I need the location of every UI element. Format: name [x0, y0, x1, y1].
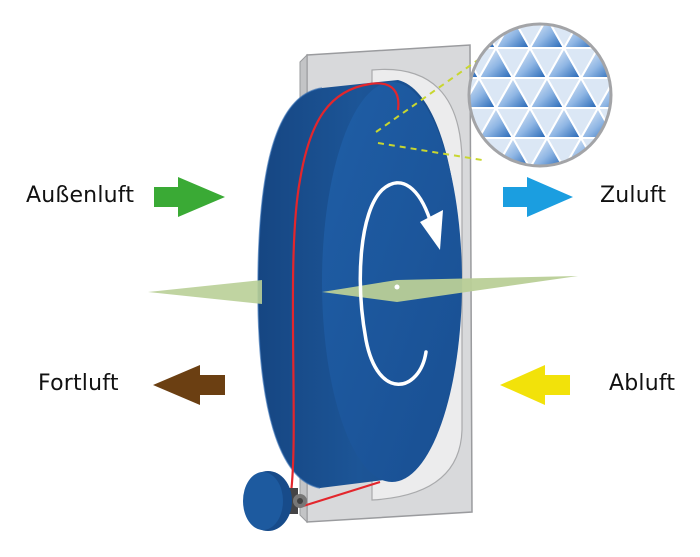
clockwise-rotation-arrow-icon	[358, 181, 443, 386]
honeycomb-cell	[632, 18, 666, 48]
honeycomb-cell	[649, 108, 683, 138]
divider-plane-right	[322, 276, 578, 302]
honeycomb-cell	[683, 78, 700, 108]
honeycomb-cell	[547, 0, 581, 18]
honeycomb-cell	[596, 24, 611, 49]
honeycomb-cell	[632, 78, 666, 108]
outdoor-air-arrow	[154, 177, 225, 217]
honeycomb-cell	[598, 0, 632, 18]
honeycomb-cell	[632, 48, 666, 78]
divider-plane-left	[148, 280, 262, 304]
honeycomb-cell	[564, 0, 598, 18]
honeycomb-cell	[615, 18, 649, 48]
honeycomb-cell	[445, 0, 479, 18]
honeycomb-cell	[683, 198, 700, 228]
honeycomb-cell	[683, 18, 700, 48]
honeycomb-cell	[666, 18, 700, 48]
honeycomb-cell	[564, 198, 598, 228]
honeycomb-cell	[596, 135, 611, 166]
honeycomb-cell	[579, 137, 611, 166]
honeycomb-cell	[683, 0, 700, 18]
honeycomb-cell	[615, 48, 649, 78]
honeycomb-cell	[649, 78, 683, 108]
exhaust-air-label: Fortluft	[38, 371, 119, 396]
honeycomb-cell	[666, 78, 700, 108]
honeycomb-cell	[666, 198, 700, 228]
honeycomb-cell	[683, 108, 700, 138]
wheel-axis	[394, 284, 400, 290]
supply-air-label: Zuluft	[600, 183, 667, 208]
honeycomb-cell	[683, 48, 700, 78]
honeycomb-cell	[632, 0, 666, 18]
honeycomb-cell	[683, 168, 700, 198]
honeycomb-cell	[581, 0, 615, 18]
honeycomb-cell	[615, 78, 649, 108]
honeycomb-cell	[666, 168, 700, 198]
honeycomb-cell	[596, 75, 611, 109]
honeycomb-cell	[615, 138, 649, 168]
honeycomb-cell	[479, 0, 513, 18]
honeycomb-cell	[632, 138, 666, 168]
honeycomb-cell	[615, 0, 649, 18]
detail-leader-lines	[375, 59, 483, 161]
honeycomb-cell	[649, 18, 683, 48]
honeycomb-cell	[666, 48, 700, 78]
extract-air-arrow	[500, 365, 570, 405]
honeycomb-cell	[666, 108, 700, 138]
honeycomb-cell	[496, 0, 530, 18]
honeycomb-cell	[632, 108, 666, 138]
honeycomb-cell	[683, 138, 700, 168]
honeycomb-cell	[666, 138, 700, 168]
honeycomb-cell	[513, 0, 547, 18]
honeycomb-cell	[530, 0, 564, 18]
honeycomb-cell	[649, 138, 683, 168]
honeycomb-cell	[462, 0, 496, 18]
supply-air-arrow	[503, 177, 573, 217]
outdoor-air-label: Außenluft	[26, 183, 135, 208]
honeycomb-cell	[428, 18, 462, 48]
exhaust-air-arrow	[153, 365, 225, 405]
honeycomb-cell	[649, 48, 683, 78]
honeycomb-cell	[615, 108, 649, 138]
honeycomb-cell	[564, 168, 598, 198]
honeycomb-cell	[469, 24, 481, 51]
honeycomb-cell	[649, 0, 683, 18]
motor-icon	[243, 471, 307, 531]
honeycomb-cell	[666, 0, 700, 18]
extract-air-label: Abluft	[609, 371, 676, 396]
